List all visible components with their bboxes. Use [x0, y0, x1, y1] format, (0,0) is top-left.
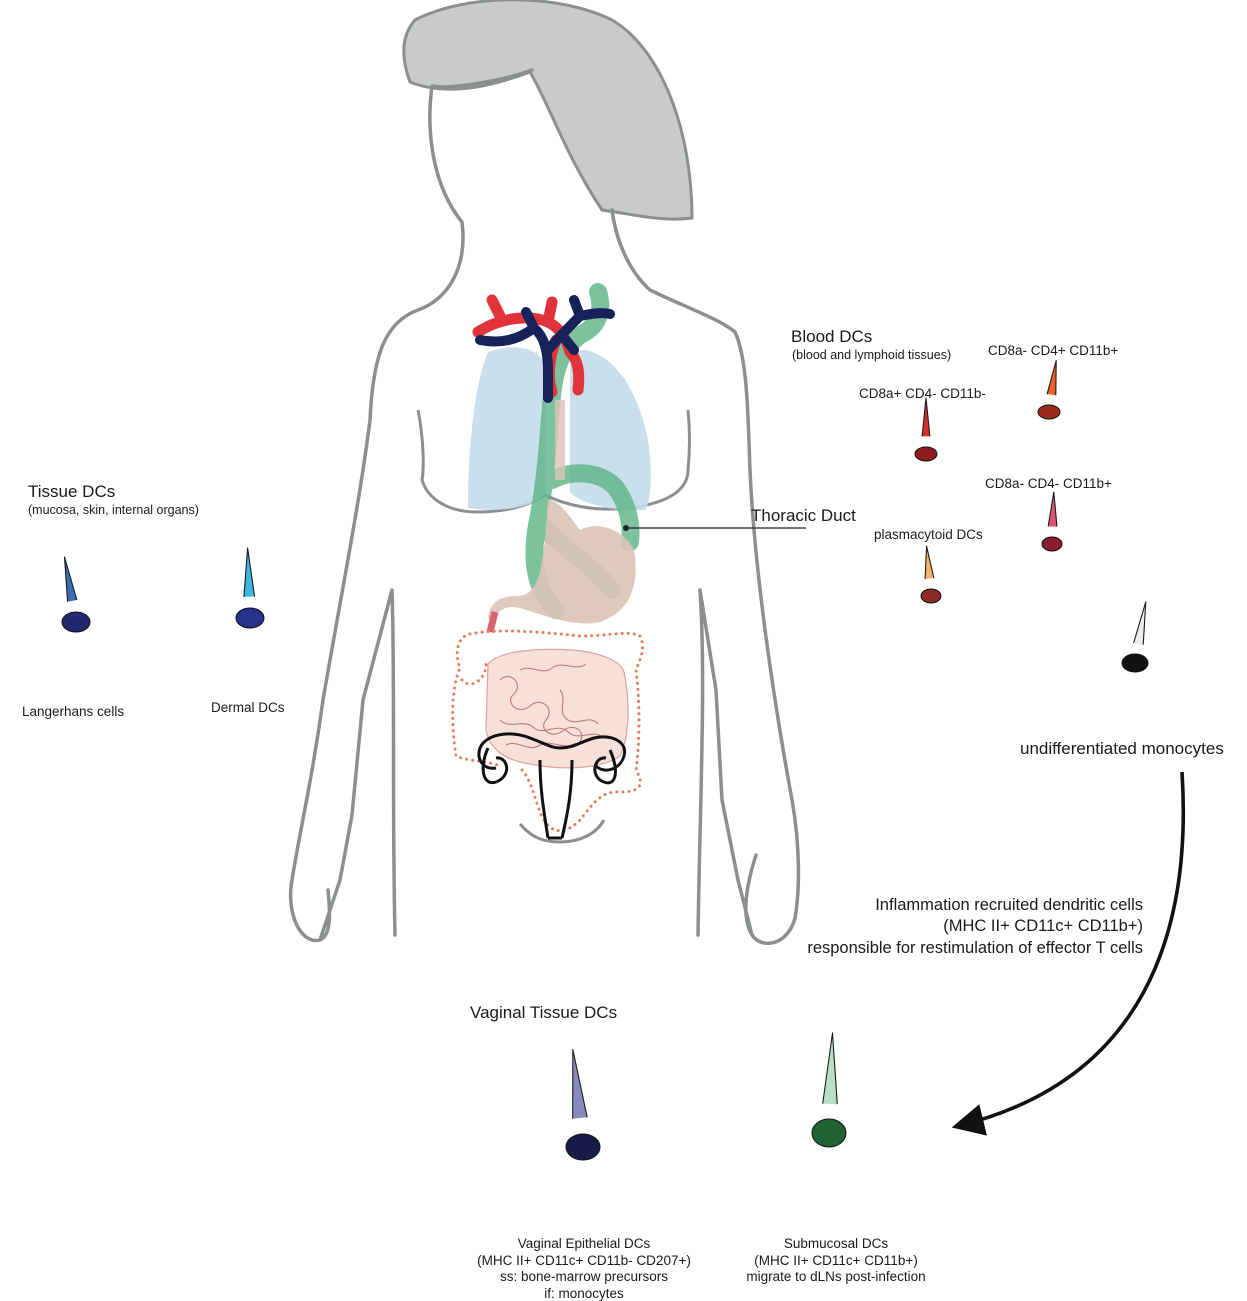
inflammation-caption: Inflammation recruited dendritic cells (… [723, 895, 1143, 959]
cd4pos-dc-cell-nucleus [1038, 405, 1060, 419]
cd8pos-label: CD8a+ CD4- CD11b- [859, 386, 986, 401]
pdc-cell-nucleus [921, 589, 941, 603]
submucosal-line-2: (MHC II+ CD11c+ CD11b+) [726, 1253, 946, 1270]
hair [404, 0, 692, 219]
submucosal-line-3: migrate to dLNs post-infection [726, 1269, 946, 1286]
langerhans-cell [62, 557, 90, 632]
pdc-cell [921, 546, 941, 603]
cd4pos-dc-cell [1038, 361, 1060, 420]
submucosal-line-1: Submucosal DCs [726, 1236, 946, 1253]
small-intestine [486, 649, 628, 767]
dermal-dc-cell-body [244, 548, 255, 597]
thoracic-duct-label: Thoracic Duct [751, 506, 856, 526]
cd8pos-dc-cell-nucleus [915, 447, 937, 461]
dermal-dc-cell-nucleus [236, 608, 264, 628]
pylorus [490, 612, 495, 632]
blood-dcs-subtitle: (blood and lymphoid tissues) [792, 348, 951, 362]
langerhans-label: Langerhans cells [22, 704, 124, 719]
inflammation-line-1: Inflammation recruited dendritic cells [723, 895, 1143, 916]
vaginal-epithelial-dc-cell-nucleus [566, 1134, 600, 1160]
submucosal-dc-cell-body [823, 1033, 838, 1104]
epithelial-line-2: (MHC II+ CD11c+ CD11b- CD207+) [464, 1253, 704, 1270]
inflammation-line-2: (MHC II+ CD11c+ CD11b+) [723, 916, 1143, 937]
vaginal-epithelial-dc-cell-body [573, 1050, 588, 1119]
epithelial-caption: Vaginal Epithelial DCs (MHC II+ CD11c+ C… [464, 1236, 704, 1301]
vaginal-epithelial-dc-cell [566, 1050, 600, 1161]
inflammation-line-3: responsible for restimulation of effecto… [723, 938, 1143, 959]
dermal-label: Dermal DCs [211, 700, 285, 715]
pdc-label: plasmacytoid DCs [874, 527, 983, 542]
monocyte-cell-body [1134, 602, 1146, 645]
tissue-dcs-subtitle: (mucosa, skin, internal organs) [28, 503, 199, 517]
submucosal-dc-cell-nucleus [812, 1119, 846, 1147]
left-lung [468, 347, 546, 510]
submucosal-caption: Submucosal DCs (MHC II+ CD11c+ CD11b+) m… [726, 1236, 946, 1286]
epithelial-line-4: if: monocytes [464, 1286, 704, 1301]
pdc-cell-body [925, 546, 934, 579]
cd4pos-dc-cell-body [1047, 361, 1056, 396]
epithelial-line-1: Vaginal Epithelial DCs [464, 1236, 704, 1253]
monocytes-label: undifferentiated monocytes [1020, 739, 1224, 759]
stomach [488, 500, 636, 624]
tissue-dcs-title: Tissue DCs [28, 482, 115, 502]
epithelial-line-3: ss: bone-marrow precursors [464, 1269, 704, 1286]
thoracic-duct-pointer-dot [623, 525, 629, 531]
langerhans-cell-nucleus [62, 612, 90, 632]
langerhans-cell-body [65, 557, 77, 602]
cd8pos-dc-cell-body [922, 398, 930, 436]
monocyte-cell [1122, 602, 1148, 672]
dermal-dc-cell [236, 548, 264, 628]
cd4pos-label: CD8a- CD4+ CD11b+ [988, 343, 1118, 358]
cd4neg-dc-cell [1042, 492, 1062, 551]
monocyte-cell-nucleus [1122, 654, 1148, 672]
blood-dcs-title: Blood DCs [791, 327, 872, 347]
cd4neg-dc-cell-body [1048, 492, 1057, 527]
submucosal-dc-cell [812, 1033, 846, 1147]
cd4neg-dc-cell-nucleus [1042, 537, 1062, 551]
cd8pos-dc-cell [915, 398, 937, 461]
vaginal-dcs-title: Vaginal Tissue DCs [470, 1003, 617, 1023]
cd4neg-label: CD8a- CD4- CD11b+ [985, 476, 1112, 491]
